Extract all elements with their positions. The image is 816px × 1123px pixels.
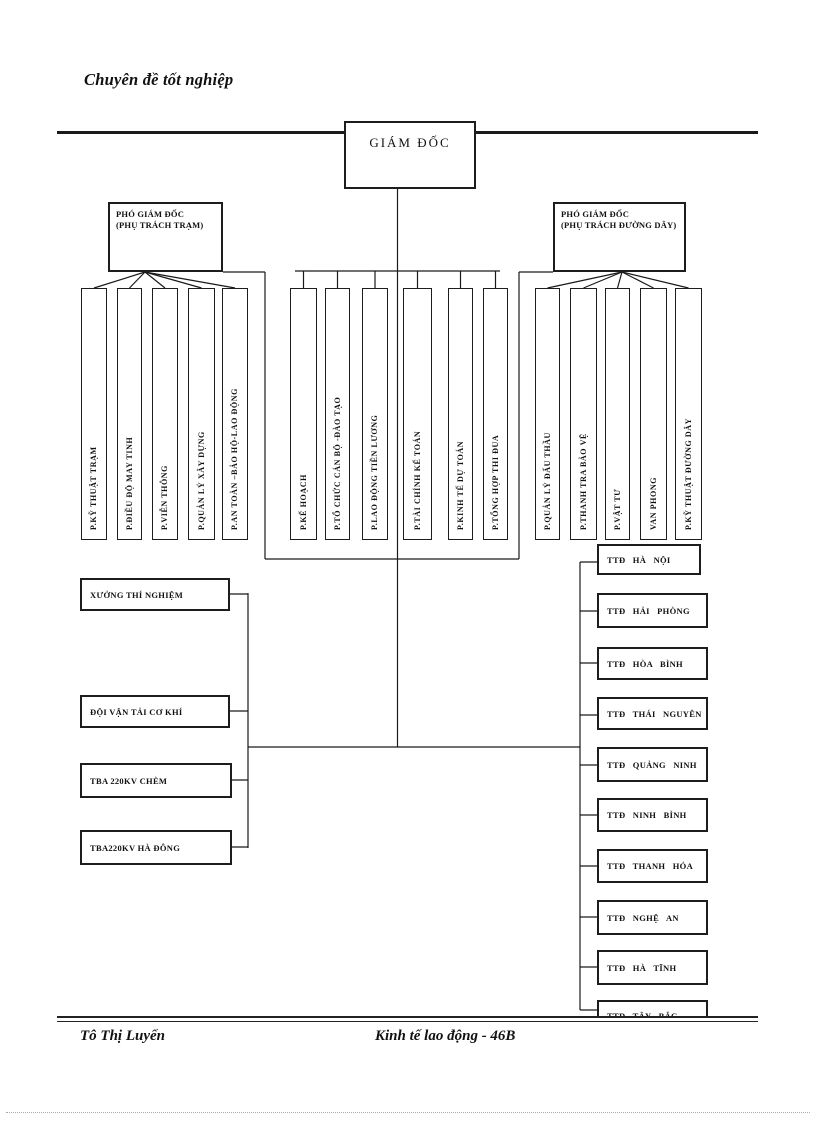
dept-column: P.TỔ CHỨC CÁN BỘ -ĐÀO TẠO [325,288,350,540]
dept-column: P.QUẢN LÝ ĐẤU THẦU [535,288,560,540]
dept-column: P.KỸ THUẬT ĐƯỜNG DÂY [675,288,702,540]
page-bottom-dotted-line [6,1112,810,1113]
deputy-title: PHÓ GIÁM ĐỐC [561,209,630,219]
dept-label: P.THANH TRA BẢO VỆ [578,433,588,530]
dept-label: P.TÀI CHÍNH KẾ TOÁN [412,430,422,530]
dept-column: P.KINH TẾ DỰ TOÁN [448,288,473,540]
unit-box: TBA220KV HÀ ĐÔNG [80,830,232,865]
ttd-box: TTĐ TÂY BẮC [597,1000,708,1017]
dept-column: P.LAO ĐỘNG TIỀN LƯƠNG [362,288,388,540]
unit-box: ĐỘI VẬN TẢI CƠ KHÍ [80,695,230,728]
ttd-box: TTĐ HẢI PHÒNG [597,593,708,628]
ttd-box: TTĐ HÒA BÌNH [597,647,708,680]
ttd-box: TTĐ THANH HÓA [597,849,708,883]
deputy-subtitle: (PHỤ TRÁCH TRẠM) [116,220,204,231]
org-box-director: GIÁM ĐỐC [344,121,476,189]
dept-column: P.KỸ THUẬT TRẠM [81,288,107,540]
ttd-box: TTĐ QUẢNG NINH [597,747,708,782]
ttd-box: TTĐ HÀ NỘI [597,544,701,575]
dept-column: P.VẬT TƯ [605,288,630,540]
dept-label: P.TỔNG HỢP THI ĐUA [490,434,500,530]
dept-column: P.KẾ HOẠCH [290,288,317,540]
dept-label: P.KẾ HOẠCH [298,474,308,530]
ttd-box: TTĐ NINH BÌNH [597,798,708,832]
ttd-box: TTĐ THÁI NGUYÊN [597,697,708,730]
dept-column: P.VIỄN THÔNG [152,288,178,540]
dept-label: P.TỔ CHỨC CÁN BỘ -ĐÀO TẠO [332,396,342,530]
dept-label: P.QUẢN LÝ ĐẤU THẦU [542,432,552,530]
dept-label: P.AN TOÀN –BẢO HỘ-LAO ĐỘNG [230,388,239,530]
unit-box: TBA 220KV CHÈM [80,763,232,798]
footer-author: Tô Thị Luyến [80,1028,165,1044]
deputy-title: PHÓ GIÁM ĐỐC [116,209,185,219]
ttd-box-clipped: TTĐ TÂY BẮC [597,1000,710,1017]
dept-label: P.KỸ THUẬT ĐƯỜNG DÂY [683,417,693,530]
dept-column: P.TỔNG HỢP THI ĐUA [483,288,508,540]
dept-label: P.KỸ THUẬT TRẠM [89,446,98,530]
dept-column: VAN PHONG [640,288,667,540]
dept-column: P.THANH TRA BẢO VỆ [570,288,597,540]
footer-rule [57,1016,758,1022]
deputy-subtitle: (PHỤ TRÁCH ĐƯỜNG DÂY) [561,220,677,231]
dept-label: P.QUẢN LÝ XÂY DỰNG [196,431,206,530]
dept-label: P.VIỄN THÔNG [160,465,169,530]
unit-box: XƯỞNG THÍ NGHIỆM [80,578,230,611]
org-box-deputy-stations: PHÓ GIÁM ĐỐC (PHỤ TRÁCH TRẠM) [108,202,223,272]
dept-column: P.ĐIỀU ĐỘ MAY TINH [117,288,142,540]
ttd-box: TTĐ HÀ TĨNH [597,950,708,985]
dept-label: P.LAO ĐỘNG TIỀN LƯƠNG [370,414,379,530]
ttd-box: TTĐ NGHỆ AN [597,900,708,935]
dept-column: P.TÀI CHÍNH KẾ TOÁN [403,288,432,540]
page-header-title: Chuyên đề tốt nghiệp [84,70,234,89]
dept-column: P.QUẢN LÝ XÂY DỰNG [188,288,215,540]
footer-class: Kinh tế lao động - 46B [375,1028,516,1044]
dept-label: P.VẬT TƯ [612,488,622,530]
org-box-deputy-lines: PHÓ GIÁM ĐỐC (PHỤ TRÁCH ĐƯỜNG DÂY) [553,202,686,272]
dept-label: VAN PHONG [648,476,658,530]
dept-label: P.ĐIỀU ĐỘ MAY TINH [124,436,134,530]
dept-label: P.KINH TẾ DỰ TOÁN [455,440,465,530]
dept-column: P.AN TOÀN –BẢO HỘ-LAO ĐỘNG [222,288,248,540]
